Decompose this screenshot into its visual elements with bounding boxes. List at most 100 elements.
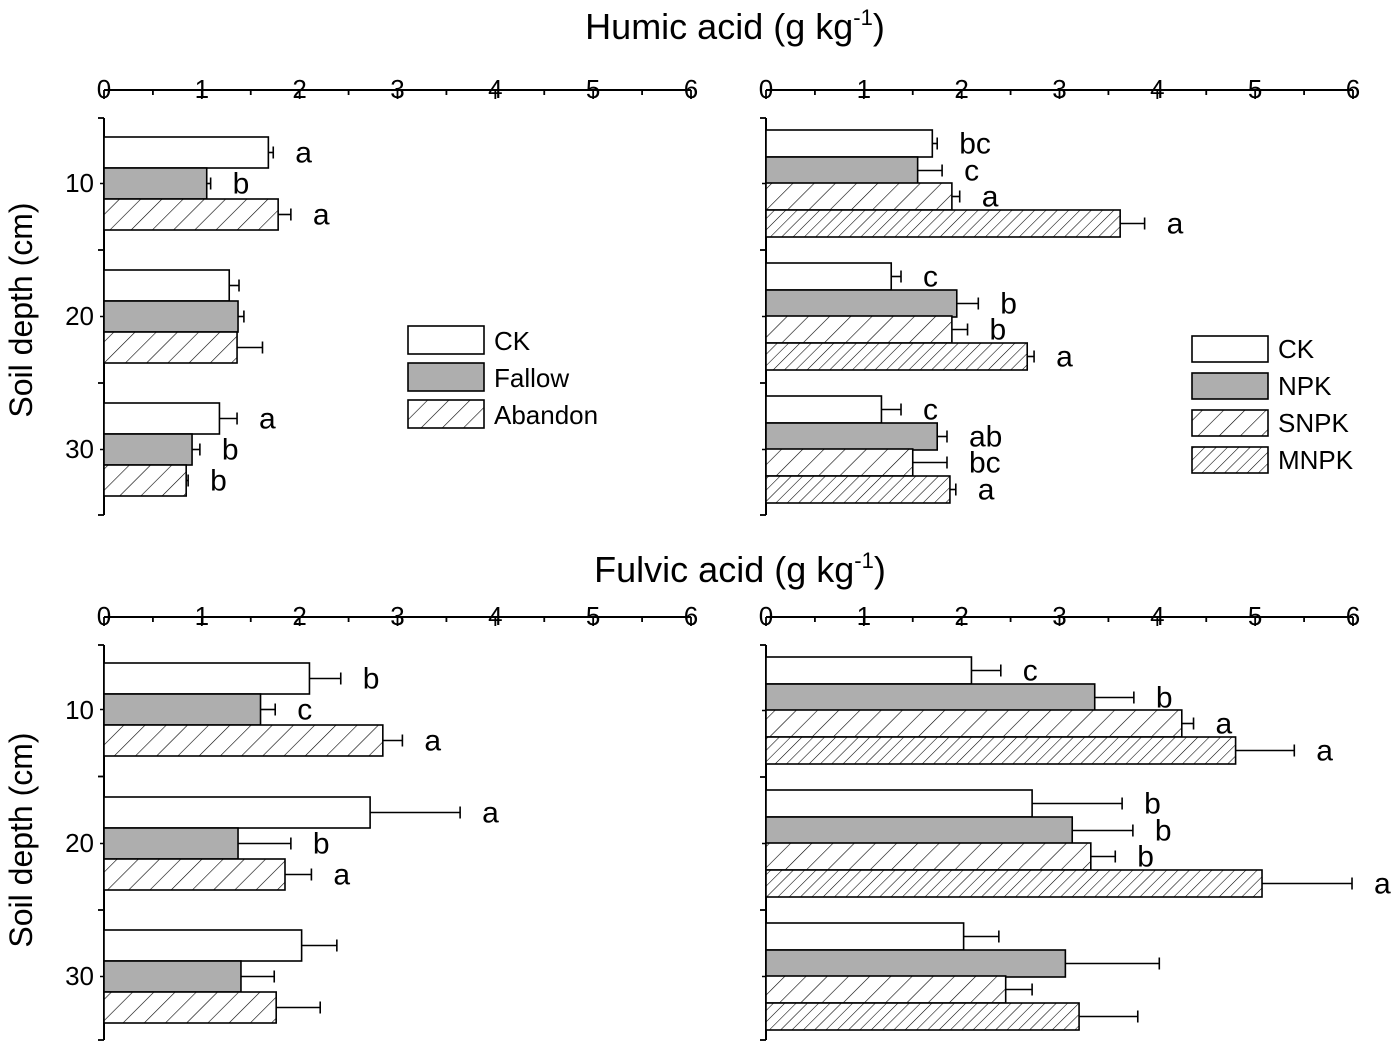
bar-ck [103,402,221,435]
y-axis-label: Soil depth (cm) [3,732,39,947]
significance-letter: a [482,797,499,830]
bar-npk [765,949,1067,978]
legend-swatch [1191,409,1269,437]
bar-fallow [103,960,242,993]
legend-label: Fallow [494,363,569,393]
y-tick-label: 30 [65,434,94,464]
significance-letter: b [363,663,380,696]
legend-label: Abandon [494,400,598,430]
x-tick-label: 5 [1248,601,1262,631]
bar-ck [765,395,883,424]
x-tick-label: 1 [857,601,871,631]
x-tick-label: 5 [1248,74,1262,104]
bar-ck [765,262,893,291]
x-tick-label: 2 [292,74,306,104]
y-tick-label: 30 [65,961,94,991]
x-tick-label: 6 [1346,601,1360,631]
x-tick-label: 6 [684,601,698,631]
significance-letter: c [297,694,312,727]
x-tick-label: 4 [1150,601,1164,631]
bar-ck [103,662,311,695]
significance-letter: c [923,261,938,294]
bar-mnpk [765,1002,1080,1031]
significance-letter: a [259,403,276,436]
bar-mnpk [765,869,1263,898]
bar-snpk [765,709,1183,738]
legend-label: NPK [1278,371,1332,401]
x-tick-label: 2 [954,601,968,631]
y-tick-label: 20 [65,828,94,858]
x-tick-label: 3 [1052,74,1066,104]
bar-snpk [765,448,914,477]
x-tick-label: 1 [857,74,871,104]
legend-label: CK [494,326,531,356]
bar-mnpk [765,342,1029,371]
x-tick-label: 5 [586,601,600,631]
y-axis-label: Soil depth (cm) [3,202,39,417]
bar-fallow [103,693,262,726]
significance-letter: a [1216,708,1233,741]
bar-ck [103,269,231,302]
x-tick-label: 4 [1150,74,1164,104]
bar-npk [765,816,1074,845]
x-tick-label: 3 [390,601,404,631]
humic-title: Humic acid (g kg-1) [585,5,885,47]
significance-letter: b [1144,788,1161,821]
x-tick-label: 0 [97,601,111,631]
bar-abandon [103,991,277,1024]
bar-npk [765,683,1096,712]
significance-letter: b [313,828,330,861]
legend-swatch [1191,446,1269,474]
x-tick-label: 3 [1052,601,1066,631]
bar-fallow [103,433,193,466]
significance-letter: c [923,394,938,427]
significance-letter: b [1155,815,1172,848]
significance-letter: c [964,155,979,188]
x-tick-label: 6 [1346,74,1360,104]
significance-letter: b [990,314,1007,347]
bar-ck [103,796,371,829]
significance-letter: b [233,168,250,201]
bar-abandon [103,724,384,757]
bar-npk [765,156,919,185]
x-tick-label: 1 [195,74,209,104]
significance-letter: a [295,137,312,170]
significance-letter: b [1156,682,1173,715]
legend-swatch [1191,372,1269,400]
significance-letter: a [313,199,330,232]
x-tick-label: 5 [586,74,600,104]
bar-snpk [765,182,953,211]
bar-npk [765,422,939,451]
y-tick-label: 10 [65,168,94,198]
legend-swatch [407,399,485,429]
significance-letter: b [1137,841,1154,874]
bar-snpk [765,842,1092,871]
significance-letter: a [333,859,350,892]
significance-letter: bc [969,447,1001,480]
x-tick-label: 2 [954,74,968,104]
significance-letter: b [222,434,239,467]
x-tick-label: 4 [488,74,502,104]
bar-abandon [103,198,279,231]
significance-letter: b [1000,288,1017,321]
significance-letter: a [1374,868,1391,901]
bar-ck [765,656,973,685]
significance-letter: c [1023,655,1038,688]
bar-mnpk [765,736,1237,765]
bar-ck [103,136,270,169]
significance-letter: a [982,181,999,214]
bar-abandon [103,858,286,891]
x-tick-label: 2 [292,601,306,631]
significance-letter: bc [959,128,991,161]
x-tick-label: 4 [488,601,502,631]
y-tick-label: 10 [65,695,94,725]
legend-swatch [407,325,485,355]
significance-letter: a [978,474,995,507]
bar-ck [765,789,1033,818]
x-tick-label: 1 [195,601,209,631]
